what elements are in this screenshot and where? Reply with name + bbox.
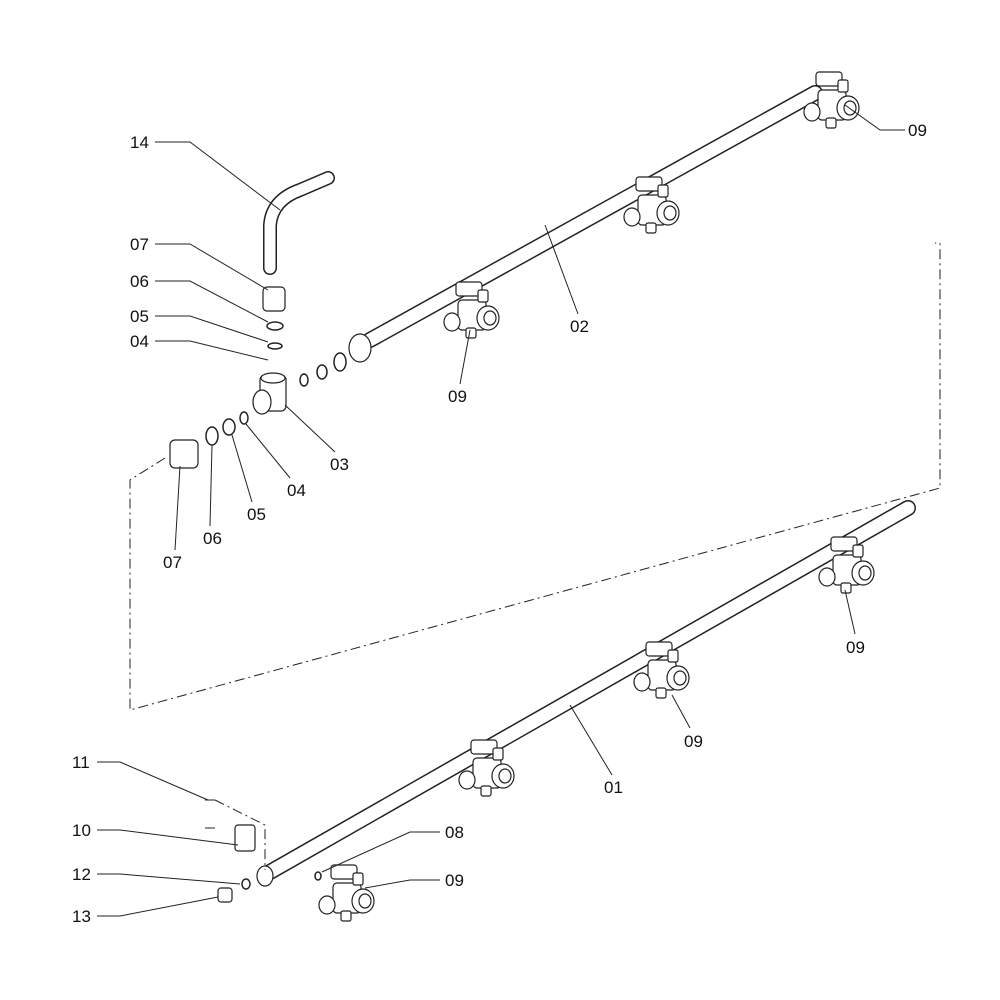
leader-lines xyxy=(97,104,905,917)
callout-12: 12 xyxy=(72,865,91,884)
callout-01: 01 xyxy=(604,778,623,797)
nut-upper xyxy=(262,286,286,312)
callout-03: 03 xyxy=(330,455,349,474)
clip-parts xyxy=(205,799,266,903)
callout-09: 09 xyxy=(684,732,703,751)
callout-06: 06 xyxy=(203,529,222,548)
boom-pipe-lower xyxy=(256,500,916,887)
nozzle-body xyxy=(458,739,515,797)
callout-09: 09 xyxy=(908,121,927,140)
nozzle-body xyxy=(803,71,860,129)
callout-04: 04 xyxy=(130,332,149,351)
callout-07: 07 xyxy=(130,235,149,254)
nozzle-bodies xyxy=(318,71,875,922)
callout-02: 02 xyxy=(570,317,589,336)
callout-05: 05 xyxy=(130,307,149,326)
nozzle-body xyxy=(623,176,680,234)
callout-05: 05 xyxy=(247,505,266,524)
nozzle-body xyxy=(633,641,690,699)
callout-04: 04 xyxy=(287,481,306,500)
boom-pipe-upper xyxy=(348,85,823,363)
connection-outline xyxy=(129,242,941,711)
callout-09: 09 xyxy=(846,638,865,657)
callout-09: 09 xyxy=(448,387,467,406)
callout-10: 10 xyxy=(72,821,91,840)
nozzle-body xyxy=(443,281,500,339)
callout-14: 14 xyxy=(130,133,149,152)
tee-fitting xyxy=(252,372,287,415)
callout-07: 07 xyxy=(163,553,182,572)
callout-06: 06 xyxy=(130,272,149,291)
nut-lower xyxy=(169,439,199,469)
callout-08: 08 xyxy=(445,823,464,842)
callout-13: 13 xyxy=(72,907,91,926)
callout-11: 11 xyxy=(72,753,90,772)
nozzle-body xyxy=(318,864,375,922)
callout-09: 09 xyxy=(445,871,464,890)
